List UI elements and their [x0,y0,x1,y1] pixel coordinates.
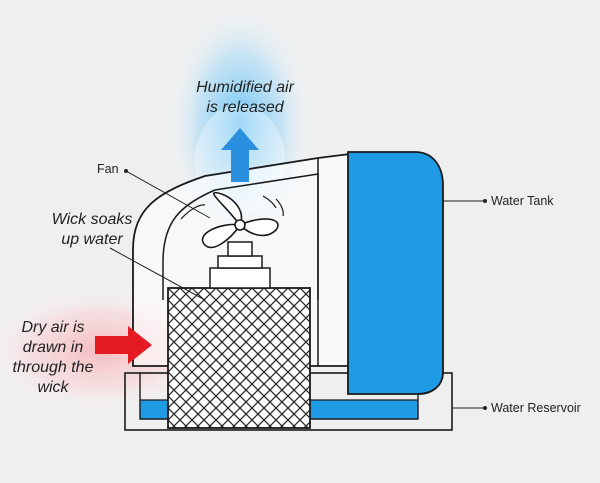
water-reservoir-label: Water Reservoir [491,401,581,415]
water-tank-label: Water Tank [491,194,554,208]
water-tank [347,151,444,395]
dry-air-line-2: drawn in [22,339,84,356]
wick-label: Wick soaks up water [32,210,152,250]
wick-line-1: Wick soaks [51,211,133,228]
dry-air-line-3: through the [12,359,94,376]
humidified-air-line-1: Humidified air [196,79,294,96]
motor-top [227,241,253,257]
housing-inner-line [162,173,319,300]
fan-leader-line [125,170,211,219]
fan-icon [180,191,284,249]
fan-label: Fan [97,162,119,176]
humidified-air-line-2: is released [206,99,284,116]
dry-air-line-1: Dry air is [21,319,85,336]
motor-middle [217,255,263,269]
fan-leader-dot [124,169,128,173]
wick-line-2: up water [61,231,123,248]
dry-air-line-4: wick [37,379,69,396]
up-arrow-icon [221,128,259,182]
wick-leader-line [109,247,206,301]
dry-air-label: Dry air is drawn in through the wick [8,318,98,398]
wick-mesh-icon [167,287,311,429]
tank-leader-dot [483,199,487,203]
reservoir-leader-dot [483,406,487,410]
motor-base [209,267,271,289]
right-arrow-icon [95,326,152,364]
humidified-air-label: Humidified air is released [190,78,300,118]
